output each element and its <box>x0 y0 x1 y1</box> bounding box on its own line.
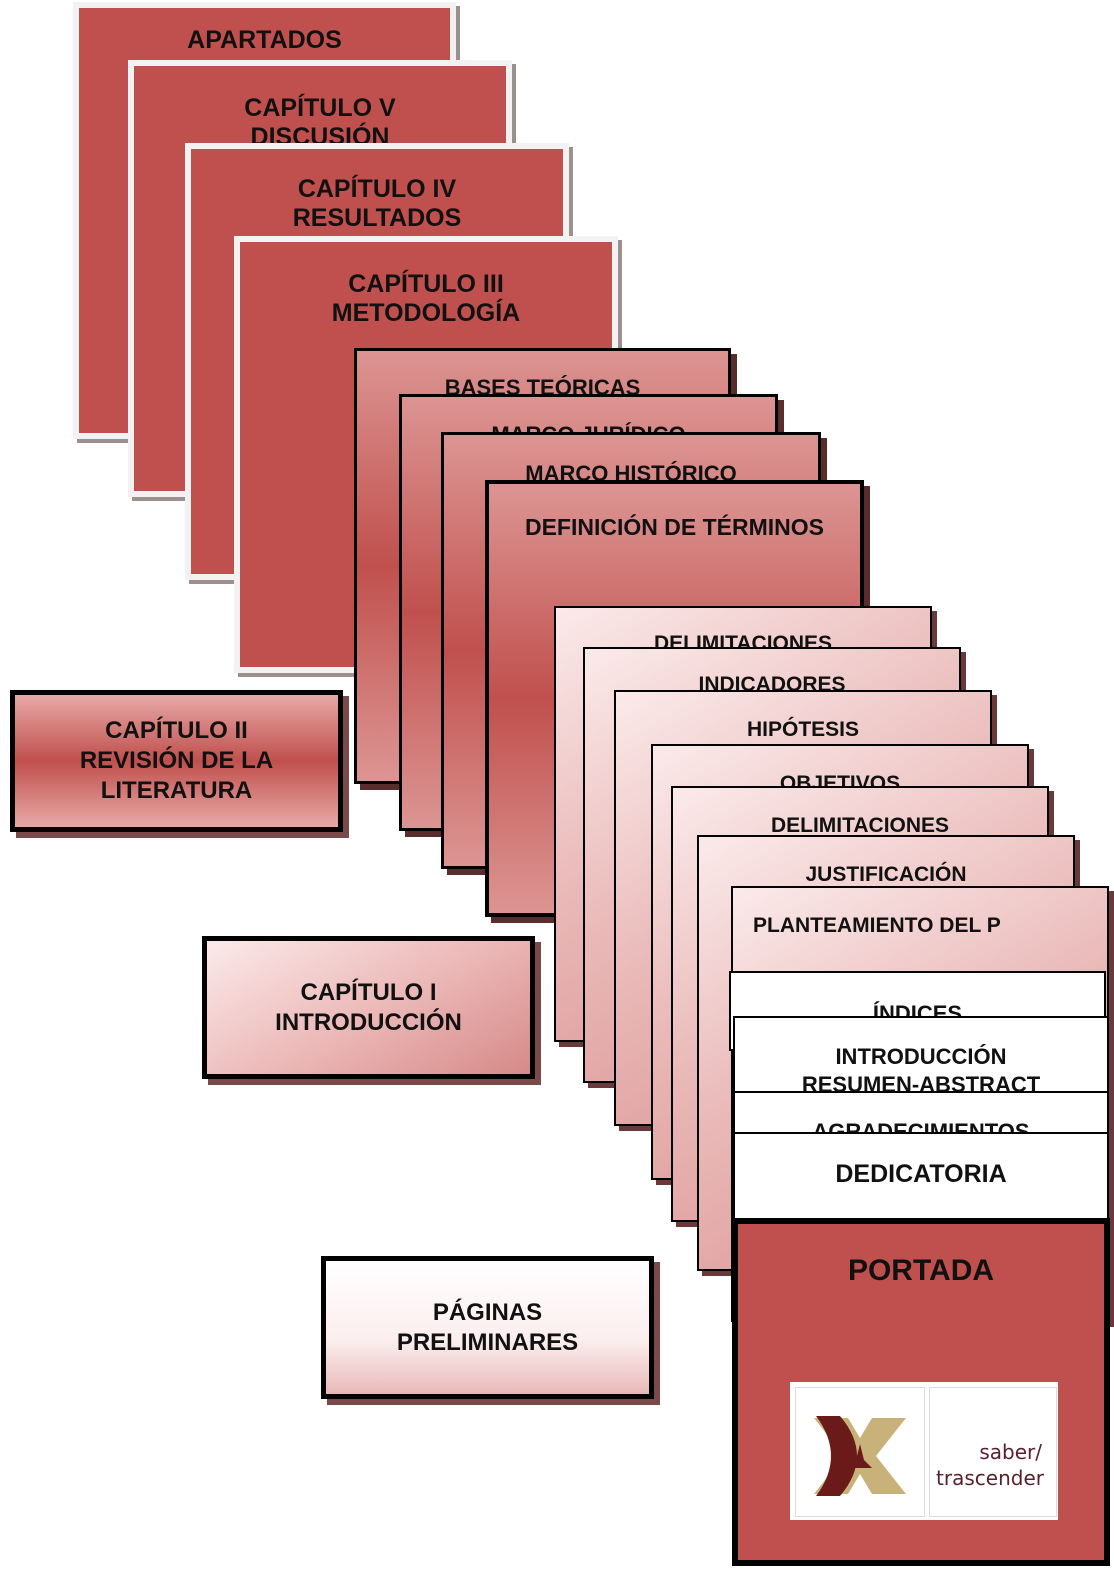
logo-line-1: saber/ <box>979 1440 1042 1464</box>
page-capitulo-iv-title: CAPÍTULO IV <box>297 175 457 203</box>
label-paginas-preliminares-text: PÁGINAS PRELIMINARES <box>396 1298 579 1356</box>
page-apartados-label: APARTADOS <box>187 26 342 54</box>
label-capitulo-i-text: CAPÍTULO I INTRODUCCIÓN <box>275 978 462 1036</box>
page-definicion-terminos-label: DEFINICIÓN DE TÉRMINOS <box>524 514 824 540</box>
label-capitulo-ii: CAPÍTULO II REVISIÓN DE LA LITERATURA <box>10 690 343 832</box>
university-logo: saber/ trascender <box>790 1382 1058 1520</box>
page-portada-label: PORTADA <box>847 1254 995 1287</box>
page-capitulo-iv-subtitle: RESULTADOS <box>292 203 462 232</box>
page-hipotesis-label: HIPÓTESIS <box>746 718 860 741</box>
page-capitulo-iii-subtitle: METODOLOGÍA <box>331 298 521 327</box>
logo-line-2: trascender <box>936 1466 1044 1490</box>
page-capitulo-v-title: CAPÍTULO V <box>244 94 396 122</box>
page-justificacion-label: JUSTIFICACIÓN <box>805 863 967 886</box>
page-introduccion-prelim-label: INTRODUCCIÓN <box>835 1044 1007 1069</box>
label-capitulo-i: CAPÍTULO I INTRODUCCIÓN <box>202 936 535 1079</box>
page-delimitaciones-b-label: DELIMITACIONES <box>770 814 950 837</box>
page-planteamiento-label: PLANTEAMIENTO DEL P <box>753 914 1001 937</box>
label-capitulo-ii-text: CAPÍTULO II REVISIÓN DE LA LITERATURA <box>79 717 274 804</box>
label-paginas-preliminares: PÁGINAS PRELIMINARES <box>321 1256 654 1399</box>
page-capitulo-iii-title: CAPÍTULO III <box>348 270 504 298</box>
logo-emblem-icon <box>795 1387 925 1517</box>
page-dedicatoria: DEDICATORIA <box>733 1132 1109 1220</box>
logo-wordmark: saber/ trascender <box>929 1387 1057 1517</box>
page-dedicatoria-label: DEDICATORIA <box>835 1160 1007 1188</box>
